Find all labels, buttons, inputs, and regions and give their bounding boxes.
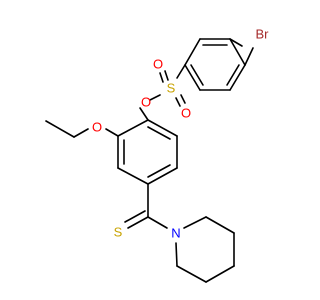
atom-label-n-piperidine: N — [171, 226, 180, 241]
atom-label-s-sulfonyl: S — [167, 81, 176, 96]
bond — [175, 242, 178, 267]
bond — [205, 265, 235, 283]
bond — [147, 167, 178, 185]
bond — [229, 38, 243, 47]
bond-c-br — [244, 47, 254, 66]
bond-c-o — [105, 128, 119, 137]
atom-label-o-ester: O — [141, 95, 151, 110]
atom-label-o-sulfonyl-2: O — [181, 106, 191, 121]
bond — [229, 38, 246, 66]
aromatic-bond — [226, 64, 240, 86]
aromatic-bond — [190, 64, 204, 86]
double-bond-s-o — [175, 97, 181, 107]
bond — [183, 216, 207, 229]
bond — [147, 119, 178, 137]
double-bond-c-s — [127, 216, 149, 229]
bond-s-o — [149, 94, 161, 101]
atom-label-s-thione: S — [114, 225, 123, 240]
thioamide-group — [124, 183, 168, 229]
bond — [117, 119, 149, 137]
atom-label-o-sulfonyl-1: O — [153, 57, 163, 72]
ethoxy-group — [45, 120, 119, 138]
central-ring — [117, 107, 178, 185]
bromophenyl-ring — [184, 38, 254, 91]
bond-c-s — [176, 64, 186, 79]
bond-o-ch2 — [73, 128, 89, 138]
structure-drawing: Br S O O O O S N — [45, 27, 270, 283]
double-bond-s-o — [159, 72, 164, 83]
bond — [117, 167, 149, 185]
molecule-diagram: Br S O O O O S N — [45, 27, 270, 283]
bond — [184, 64, 201, 91]
atom-label-br: Br — [256, 27, 270, 42]
double-bond-c-s — [124, 210, 146, 223]
bond — [205, 216, 235, 234]
sulfonyl-group — [149, 64, 186, 107]
double-bond-s-o — [180, 94, 186, 104]
bond — [176, 265, 207, 283]
aromatic-bond — [147, 164, 171, 178]
bond — [184, 38, 201, 66]
bond — [229, 64, 246, 91]
atom-label-o-ethoxy: O — [92, 120, 102, 135]
double-bond-s-o — [164, 70, 169, 81]
bond-c-n — [147, 216, 168, 229]
aromatic-bond — [147, 126, 171, 140]
bond-o-c — [139, 107, 149, 121]
piperidine-ring — [175, 216, 235, 283]
bond-ch2-ch3 — [45, 120, 75, 138]
